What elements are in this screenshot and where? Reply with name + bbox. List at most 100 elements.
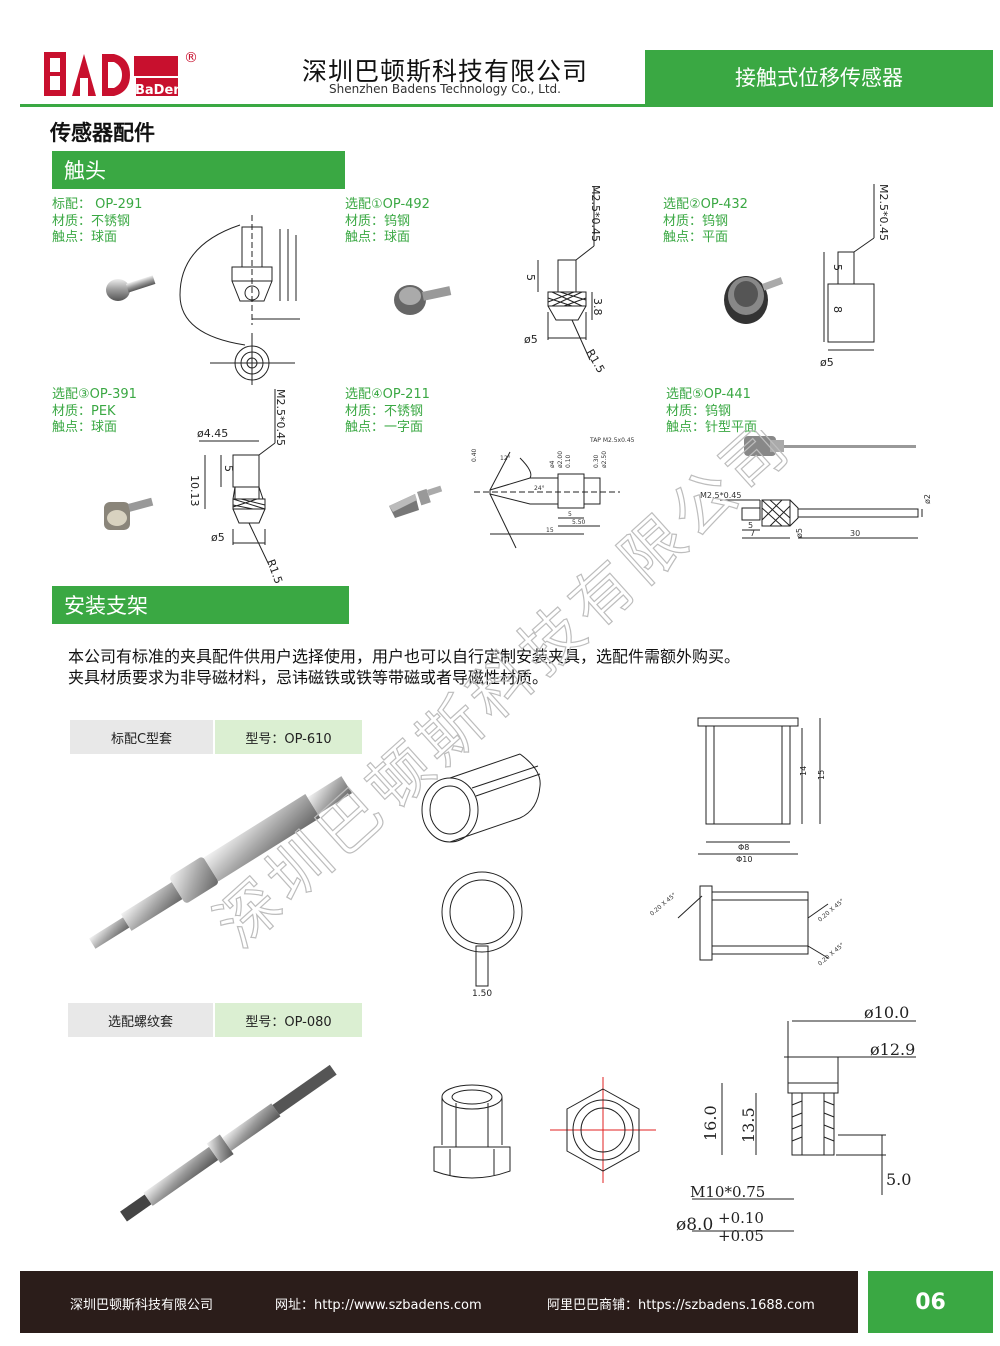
dim-a3: 24° xyxy=(534,485,545,492)
tip-label: 标配： OP-291 xyxy=(52,197,143,212)
dim-diameter: ø5 xyxy=(211,531,225,544)
tip-spec-op211: 选配④OP-211 材质：不锈钢 触点：一字面 xyxy=(345,387,430,437)
header-divider xyxy=(20,104,993,107)
dim-outer-diameter: Φ10 xyxy=(736,855,752,864)
company-name-cn: 深圳巴顿斯科技有限公司 xyxy=(301,57,588,86)
tip-spec-op391: 选配③OP-391 材质：PEK 触点：球面 xyxy=(52,387,137,437)
logo-text: BaDens巴顿斯 xyxy=(135,83,179,98)
dim-thread: M10*0.75 xyxy=(690,1183,765,1201)
dim-a2: 12° xyxy=(500,455,511,462)
dim-d4: 0.30 xyxy=(593,454,600,468)
section-tips-banner: 触头 xyxy=(52,151,345,189)
dim-height: 5 xyxy=(524,274,537,281)
dim-diameter: ø5 xyxy=(524,333,538,346)
dim-diameter: ø5 xyxy=(820,356,834,369)
dim-thread: M2.5*0.45 xyxy=(274,389,287,446)
dim-d2: ø2.00 xyxy=(557,451,564,468)
dim-slot: 1.50 xyxy=(472,989,492,998)
tip-label: 选配②OP-432 xyxy=(663,197,748,212)
dim-d5: ø2.50 xyxy=(601,451,608,468)
tip-drawing-op391: ø4.45 5 10.13 M2.5*0.45 ø5 R1.5 xyxy=(188,389,287,585)
dim-tap: TAP M2.5x0.45 xyxy=(589,437,635,444)
c-sleeve-section-view: 0.20 X 45° 0.20 X 45° 0.20 X 45° xyxy=(649,885,846,968)
dim-thread: M2.5*0.45 xyxy=(877,184,890,241)
footer-bar: 深圳巴顿斯科技有限公司 网址：http://www.szbadens.com 阿… xyxy=(20,1271,858,1333)
dim-d3: 0.10 xyxy=(565,454,572,468)
dim-d1: ø4 xyxy=(549,460,556,468)
footer-shop[interactable]: 阿里巴巴商铺：https://szbadens.1688.com xyxy=(547,1298,815,1313)
dim-h2: 10.13 xyxy=(188,475,201,507)
dim-radius: R1.5 xyxy=(264,558,285,585)
footer-website[interactable]: 网址：http://www.szbadens.com xyxy=(275,1298,482,1313)
tip-material: 材质：不锈钢 xyxy=(345,403,424,419)
sensor-photo-thread-sleeve xyxy=(120,1064,337,1222)
dim-chamfer-1: 0.20 X 45° xyxy=(649,892,678,918)
dim-h2: 15 xyxy=(817,770,826,780)
company-logo: BaDens巴顿斯 ® xyxy=(44,48,204,100)
dim-a1: 0.40 xyxy=(471,448,478,462)
category-banner: 接触式位移传感器 xyxy=(645,50,993,104)
tip-photo-op291 xyxy=(106,275,156,301)
tip-material: 材质：PEK xyxy=(52,403,116,419)
tip-spec-op492: 选配①OP-492 材质：钨钢 触点：球面 xyxy=(345,197,430,247)
dim-h3: 5.0 xyxy=(886,1170,911,1189)
tip-contact: 触点：针型平面 xyxy=(666,420,758,435)
tip-photo-op432 xyxy=(724,276,784,324)
section-mount-banner: 安装支架 xyxy=(52,586,349,624)
dim-chamfer-3: 0.20 X 45° xyxy=(817,942,846,968)
dim-d2: ø12.9 xyxy=(870,1040,915,1059)
tip-label: 选配⑤OP-441 xyxy=(666,387,751,402)
tip-photo-op211 xyxy=(389,485,443,518)
tip-spec-op432: 选配②OP-432 材质：钨钢 触点：平面 xyxy=(663,197,748,247)
mount-intro: 本公司有标准的夹具配件供用户选择使用，用户也可以自行定制安装夹具，选配件需额外购… xyxy=(68,646,948,688)
dim-h2: 13.5 xyxy=(739,1107,758,1143)
dim-h1: 5 xyxy=(831,264,844,271)
tip-contact: 触点：平面 xyxy=(663,230,729,245)
mount-name-op080: 选配螺纹套 xyxy=(68,1003,213,1037)
tip-drawing-op211: TAP M2.5x0.45 0.40 12° 24° ø4 ø2.00 0.10… xyxy=(471,437,635,549)
dim-l2: 5.50 xyxy=(572,519,586,526)
dim-tol-lower: +0.05 xyxy=(718,1227,764,1245)
tip-drawing-op441: M2.5*0.45 5 7 30 ø5 ø2 xyxy=(700,491,932,539)
tip-label: 选配③OP-391 xyxy=(52,387,137,402)
tip-drawing-op432: M2.5*0.45 5 8 ø5 xyxy=(820,184,890,369)
dim-radius: R1.5 xyxy=(583,347,607,375)
tip-photo-op441 xyxy=(744,436,916,456)
tip-photo-op391 xyxy=(104,497,154,530)
company-name-en: Shenzhen Badens Technology Co., Ltd. xyxy=(329,82,561,96)
registered-mark: ® xyxy=(184,50,198,66)
c-sleeve-front-view: 14 15 Φ8 Φ10 xyxy=(697,717,826,864)
dim-l2: 7 xyxy=(750,529,755,538)
tip-material: 材质：钨钢 xyxy=(663,213,729,229)
tip-material: 材质：不锈钢 xyxy=(52,213,131,229)
dim-h2: 8 xyxy=(831,306,844,313)
tip-photo-op492 xyxy=(394,285,452,315)
thread-sleeve-3d-view xyxy=(433,1084,511,1179)
tip-contact: 触点：球面 xyxy=(52,420,118,435)
dim-thread: M2.5*0.45 xyxy=(589,185,602,242)
tip-spec-op291: 标配： OP-291 材质：不锈钢 触点：球面 xyxy=(52,197,142,247)
tip-contact: 触点：一字面 xyxy=(345,420,424,435)
mount-model-op610: 型号：OP-610 xyxy=(215,720,362,754)
page-title: 传感器配件 xyxy=(50,121,155,145)
c-sleeve-3d-view xyxy=(421,753,541,843)
sensor-photo-c-sleeve xyxy=(89,776,352,949)
page-number: 06 xyxy=(868,1271,993,1333)
c-sleeve-top-view: 1.50 xyxy=(441,871,523,998)
dim-tol-base: ø8.0 xyxy=(676,1215,713,1235)
thread-sleeve-dimension-drawing: ø10.0 ø12.9 16.0 13.5 5.0 M10*0.75 ø8.0 … xyxy=(676,1003,916,1245)
mount-model-op080: 型号：OP-080 xyxy=(215,1003,362,1037)
mount-name-op610: 标配C型套 xyxy=(70,720,213,754)
dim-thread: M2.5*0.45 xyxy=(700,491,741,500)
tip-label: 选配④OP-211 xyxy=(345,387,430,402)
intro-line-1: 本公司有标准的夹具配件供用户选择使用，用户也可以自行定制安装夹具，选配件需额外购… xyxy=(68,647,741,666)
dim-d2: ø2 xyxy=(923,494,932,504)
dim-tol-upper: +0.10 xyxy=(718,1209,764,1227)
dim-inner-diameter: Φ8 xyxy=(738,843,749,852)
tip-material: 材质：钨钢 xyxy=(666,403,732,419)
dim-l3: 15 xyxy=(546,527,554,534)
dim-l3: 30 xyxy=(850,529,860,538)
dim-h1: 16.0 xyxy=(701,1105,720,1141)
footer-company: 深圳巴顿斯科技有限公司 xyxy=(70,1298,214,1313)
tip-drawing-op291 xyxy=(179,215,300,385)
